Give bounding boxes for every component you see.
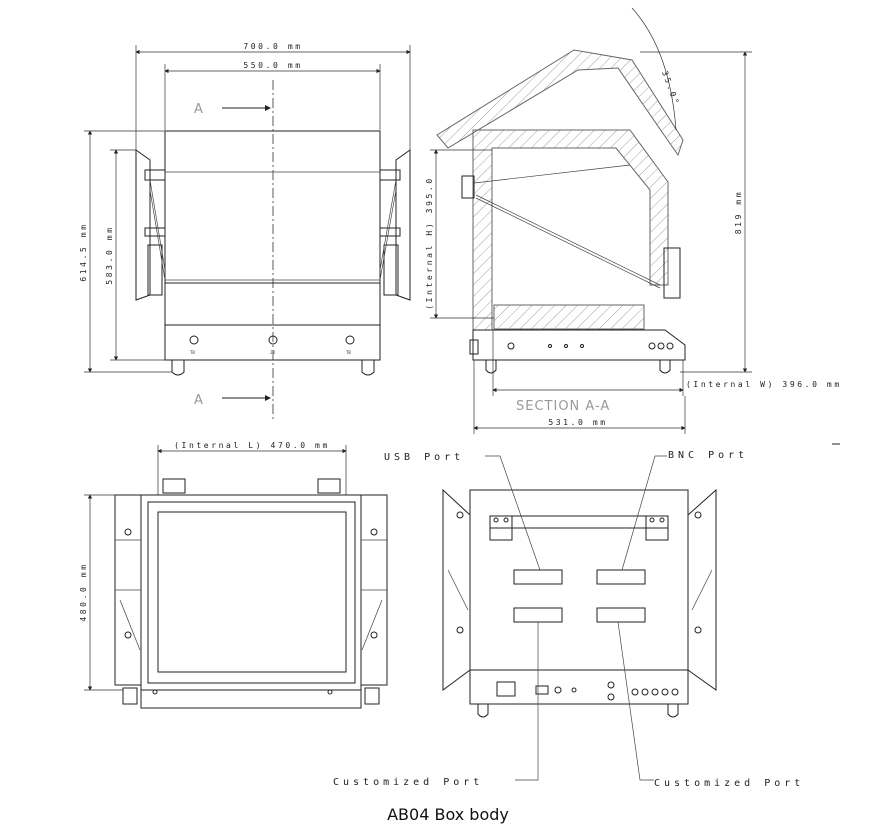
section-view: 35.0° 819 mm (Internal H) 395.0 (Interna…: [425, 7, 842, 445]
dim-internal-length: (Internal L) 470.0 mm: [174, 441, 330, 450]
dim-overall-depth: 531.0 mm: [548, 418, 607, 427]
top-view: (Internal L) 470.0 mm 480.0 mm: [79, 441, 388, 709]
svg-text:TB: TB: [346, 350, 351, 355]
bnc-port-panel: [596, 569, 646, 585]
usb-port-panel: [513, 569, 563, 585]
section-marker-bottom: A: [194, 393, 204, 408]
figure-caption: AB04 Box body: [387, 805, 509, 824]
front-view: 700.0 mm 550.0 mm A A TB JB TB: [79, 42, 411, 420]
rear-view: USB Port BNC Port Customized Port Custom…: [333, 450, 804, 789]
dim-overall-height-819: 819 mm: [734, 190, 743, 235]
svg-text:TB: TB: [190, 350, 195, 355]
dim-overall-height: 614.5 mm: [79, 222, 88, 281]
section-label: SECTION A-A: [516, 399, 610, 414]
dim-internal-width: (Internal W) 396.0 mm: [686, 380, 842, 389]
dim-internal-height: (Internal H) 395.0: [425, 176, 434, 310]
dim-inner-width: 550.0 mm: [243, 61, 302, 70]
dim-overall-width: 700.0 mm: [243, 42, 302, 51]
section-marker-top: A: [194, 102, 204, 117]
bnc-port-label: BNC Port: [668, 450, 748, 461]
custom-port-panel-right: [596, 607, 646, 623]
dim-body-height: 583.0 mm: [105, 225, 114, 284]
lid-angle: 35.0°: [660, 70, 681, 108]
usb-port-label: USB Port: [384, 452, 464, 463]
custom-port-label-left: Customized Port: [333, 777, 483, 788]
custom-port-panel-left: [513, 607, 563, 623]
dim-depth: 480.0 mm: [79, 562, 88, 621]
svg-text:JB: JB: [270, 350, 275, 355]
custom-port-label-right: Customized Port: [654, 778, 804, 789]
